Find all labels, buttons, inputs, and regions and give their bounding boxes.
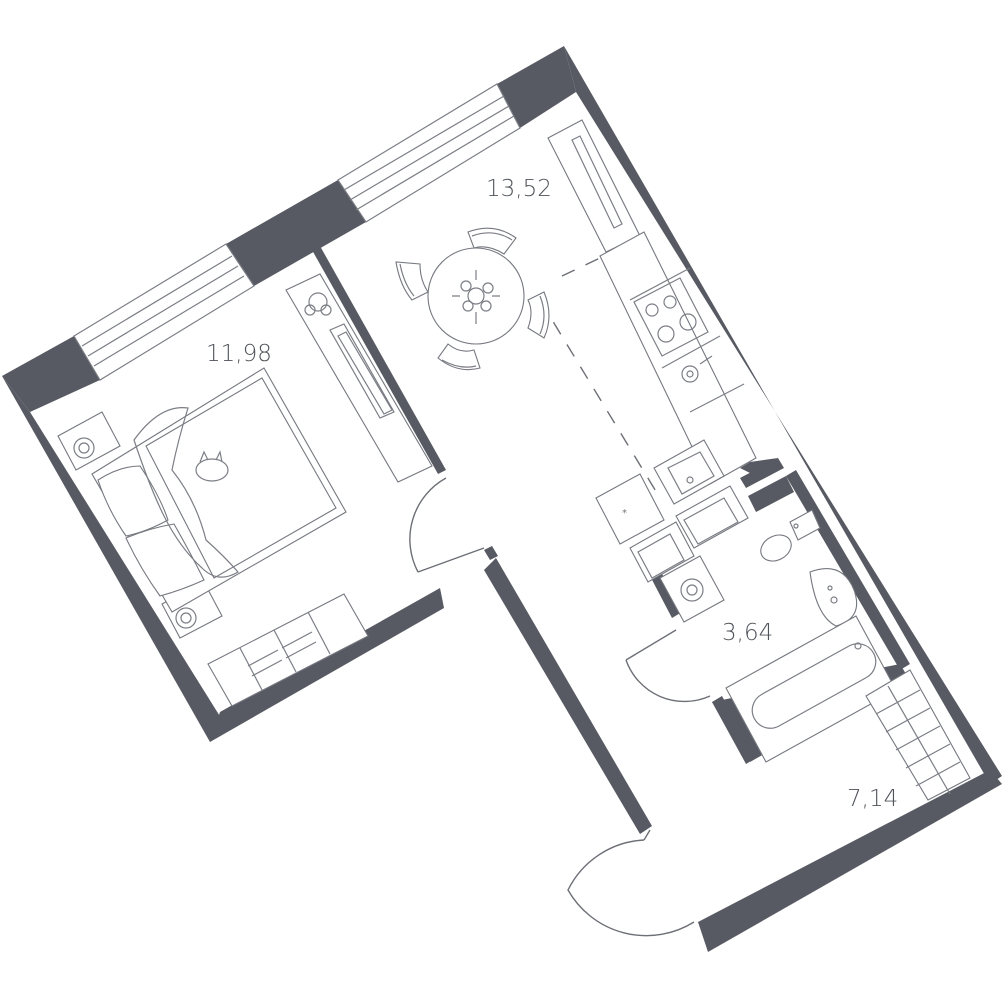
doors bbox=[409, 477, 711, 937]
toilet bbox=[760, 509, 821, 562]
windows bbox=[73, 83, 521, 381]
area-label-bedroom: 11,98 bbox=[206, 341, 272, 367]
wall-bathroom-top bbox=[740, 458, 784, 488]
duvet bbox=[145, 377, 337, 579]
wall-bottom-entry bbox=[698, 770, 1002, 952]
door-entry bbox=[567, 829, 695, 937]
nightstand-top bbox=[57, 411, 121, 471]
wall-bedroom-bottom bbox=[210, 588, 444, 742]
area-label-hallway: 7,14 bbox=[847, 786, 898, 812]
wall-pier-top-right bbox=[497, 46, 576, 128]
bathroom-fixtures bbox=[725, 509, 897, 763]
window-bedroom bbox=[73, 243, 255, 381]
wall-stub-bedroom-door bbox=[484, 546, 498, 560]
cat-icon bbox=[195, 450, 229, 482]
cabinet bbox=[675, 485, 749, 549]
bedroom-furniture bbox=[57, 273, 433, 707]
plant-icon bbox=[304, 292, 332, 316]
washing-machine bbox=[659, 555, 725, 623]
bathtub bbox=[725, 615, 897, 763]
wall-partition-bedroom-kitchen bbox=[312, 246, 446, 474]
wall-pier-middle bbox=[226, 180, 366, 286]
pillow bbox=[97, 465, 169, 537]
flower-icon bbox=[452, 270, 500, 324]
wall-right-exterior bbox=[564, 46, 1002, 784]
lamp-icon bbox=[175, 607, 197, 629]
chair bbox=[467, 227, 517, 255]
washbasin bbox=[809, 568, 858, 627]
wall-bathroom-left bbox=[712, 696, 756, 764]
area-label-bathroom: 3,64 bbox=[722, 620, 773, 646]
blanket-fold bbox=[133, 407, 239, 578]
area-label-kitchen: 13,52 bbox=[486, 176, 552, 202]
zone-divider bbox=[539, 299, 661, 499]
window-kitchen bbox=[337, 83, 521, 223]
wall-bedroom-left bbox=[2, 376, 226, 742]
wall-corridor-left bbox=[484, 558, 652, 834]
tv-unit bbox=[285, 273, 433, 483]
wall-kitchen-niche bbox=[740, 458, 778, 474]
dining-table bbox=[427, 247, 525, 345]
chair bbox=[395, 261, 429, 301]
door-bathroom bbox=[625, 629, 711, 703]
cooktop bbox=[633, 277, 709, 357]
oven-icon bbox=[681, 355, 713, 383]
fridge bbox=[595, 473, 665, 545]
chair bbox=[527, 291, 550, 339]
wall-bathroom-top2 bbox=[748, 476, 794, 512]
wall-pier-bedroom-corner bbox=[2, 336, 100, 412]
zone-divider-top bbox=[561, 257, 601, 277]
pillow bbox=[125, 523, 205, 597]
kitchen-furniture: * bbox=[395, 119, 757, 623]
lamp-icon bbox=[73, 437, 95, 459]
kitchen-counter bbox=[599, 231, 757, 485]
door-bedroom bbox=[409, 477, 485, 573]
chair bbox=[437, 343, 481, 371]
sink bbox=[653, 439, 725, 505]
wardrobe bbox=[207, 593, 369, 707]
hallway-wardrobe bbox=[865, 669, 971, 801]
wall-kitchen-lower bbox=[650, 570, 682, 618]
svg-text:*: * bbox=[622, 508, 627, 519]
